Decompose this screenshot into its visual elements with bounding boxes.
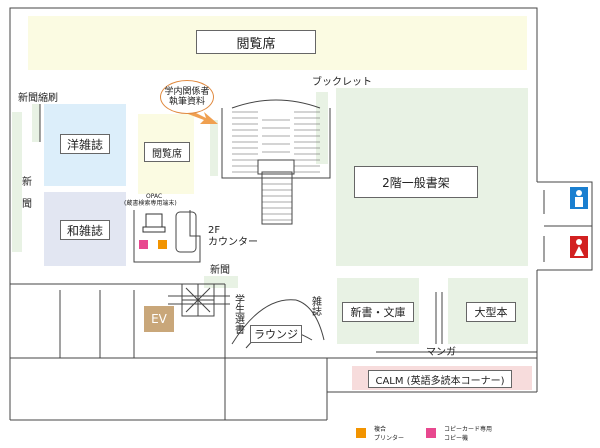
opac-label-line2: (蔵書検索専用端末) — [124, 200, 177, 207]
faculty-works-bubble: 学内関係者 執筆資料 — [160, 80, 214, 114]
green-strip-mid — [210, 120, 218, 176]
legend-printer-line2: プリンター — [374, 435, 405, 442]
green-strip-booklet — [316, 92, 328, 164]
legend-printer-line1: 複合 — [374, 426, 387, 433]
legend-copier-line1: コピーカード専用 — [444, 426, 493, 433]
newspaper-reduced-label: 新聞縮刷 — [18, 93, 58, 104]
elevator-label: EV — [151, 312, 167, 326]
manga-label: マンガ — [426, 347, 456, 358]
opac-label-line1: OPAC — [146, 193, 163, 200]
counter-label-line2: カウンター — [208, 237, 258, 248]
reading-seats-small-label: 閲覧席 — [144, 142, 190, 162]
new-books-label: 新書・文庫 — [342, 302, 414, 322]
general-stacks-label: 2階一般書架 — [354, 166, 478, 198]
man-icon — [570, 187, 588, 209]
green-strip-left — [12, 112, 22, 252]
large-books-label: 大型本 — [466, 302, 516, 322]
green-strip-upper — [32, 104, 40, 142]
copier-marker — [139, 240, 148, 249]
newspapers-label: 新聞 — [210, 265, 230, 276]
magazines-label: 雑誌 — [309, 296, 321, 316]
booklet-label: ブックレット — [312, 77, 372, 88]
printer-marker — [158, 240, 167, 249]
legend-printer-swatch — [356, 428, 366, 438]
newspapers-vertical-label: 新聞 — [19, 176, 31, 220]
calm-label: CALM (英語多読本コーナー) — [368, 370, 512, 388]
student-election-label: 学生選書 — [232, 294, 244, 334]
western-journals-label: 洋雑誌 — [60, 134, 110, 154]
woman-icon — [570, 236, 588, 258]
japanese-journals-label: 和雑誌 — [60, 220, 110, 240]
legend-copier-line2: コピー機 — [444, 435, 469, 442]
lounge-label: ラウンジ — [250, 325, 302, 343]
reading-seats-main-label: 閲覧席 — [196, 30, 316, 54]
counter-label-line1: 2F — [208, 225, 221, 236]
elevator — [144, 306, 174, 332]
faculty-works-line2: 執筆資料 — [168, 97, 205, 107]
legend-copier-swatch — [426, 428, 436, 438]
newspapers-zone — [204, 276, 238, 288]
faculty-works-line1: 学内関係者 — [164, 86, 210, 97]
